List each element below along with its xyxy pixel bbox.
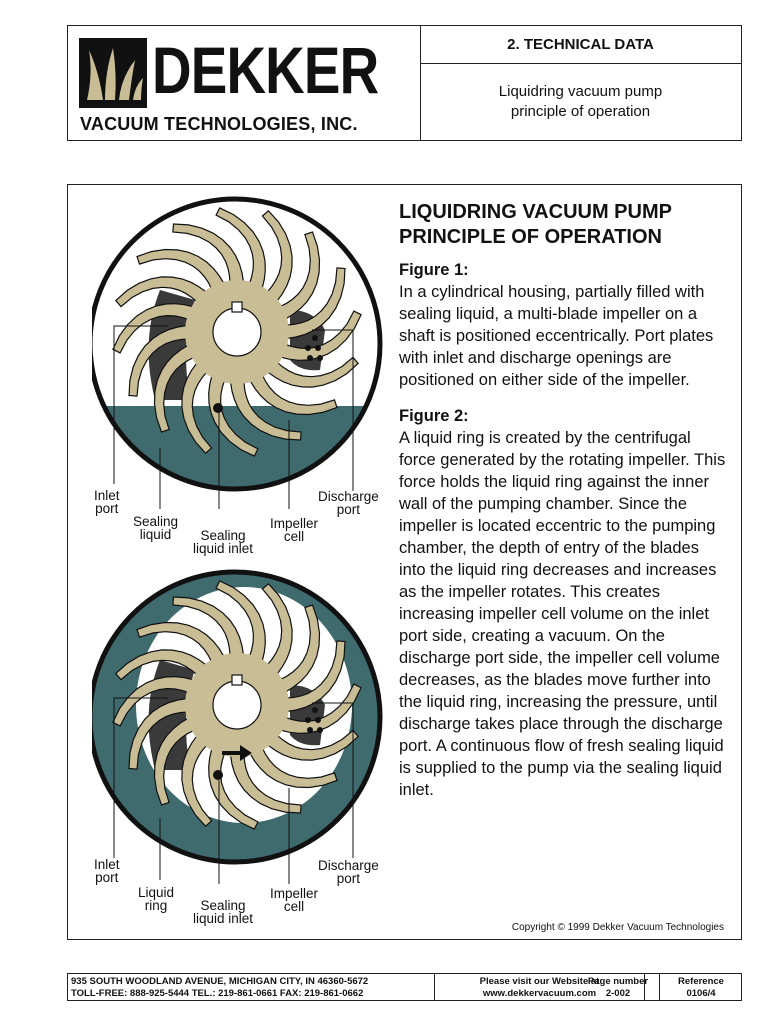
impeller-blade [153,713,202,806]
impeller-blade [208,367,259,457]
impeller-blade [272,683,362,734]
impeller-blade [136,248,229,297]
impeller-blade [208,740,259,830]
copyright-notice: Copyright © 1999 Dekker Vacuum Technolog… [511,922,724,933]
shaft-keyway [231,301,243,313]
impeller-blade [272,231,321,324]
content-panel [67,184,742,940]
page-number-cell: Page number 2-002 [577,974,660,1000]
footer-address: 935 SOUTH WOODLAND AVENUE, MICHIGAN CITY… [68,974,435,1000]
main-title: LIQUIDRING VACUUM PUMP PRINCIPLE OF OPER… [399,201,672,248]
impeller-blade [153,340,202,433]
figure-1-diagram [92,196,383,509]
shaft-keyway [231,674,243,686]
subtitle-line-1: Liquidring vacuum pump [498,82,663,100]
logo-wordmark: DEKKER [152,33,379,107]
impeller-blade [215,207,266,297]
impeller-blade [112,303,202,354]
figure-2-heading: Figure 2: [399,407,469,425]
impeller-blade [215,580,266,670]
impeller-blade [245,367,338,416]
figure-2-diagram [92,569,383,884]
dekker-logo-icon [79,38,147,108]
sealing-inlet-dot [213,403,223,413]
impeller-blade [272,310,362,361]
subtitle-line-2: principle of operation [510,102,651,120]
shaft-hole [212,307,262,357]
impeller-blade [112,676,202,727]
impeller-blade [114,649,213,682]
impeller-figure-1 [112,207,362,457]
document-header: DEKKER VACUUM TECHNOLOGIES, INC. 2. TECH… [67,25,742,141]
section-title: 2. TECHNICAL DATA [420,26,741,64]
figure-1-heading: Figure 1: [399,261,469,279]
reference-cell: Reference 0106/4 [678,976,724,999]
impeller-blade [114,276,213,309]
figure-1-description: In a cylindrical housing, partially fill… [399,283,714,389]
description-column: LIQUIDRING VACUUM PUMP PRINCIPLE OF OPER… [399,200,729,801]
discharge-holes-2 [305,707,323,733]
impeller-blade [245,740,338,789]
impeller-blade [272,604,321,697]
rotation-arrow-icon [222,745,252,761]
logo-block: DEKKER VACUUM TECHNOLOGIES, INC. [68,26,421,140]
impeller-blade [181,729,214,828]
impeller-blade [181,356,214,455]
impeller-blade [260,209,293,308]
section-subtitle: Liquidring vacuum pump principle of oper… [420,63,741,140]
impeller-blade [136,621,229,670]
impeller-blade [260,582,293,681]
figure-2-description: A liquid ring is created by the centrifu… [399,429,726,799]
footer-website: Please visit our Website at www.dekkerva… [435,974,645,1000]
footer-right-cells: Page number 2-002 Reference 0106/4 [577,973,742,1001]
logo-tagline: VACUUM TECHNOLOGIES, INC. [80,114,358,134]
impeller-figure-2 [112,580,362,830]
website-link[interactable]: www.dekkervacuum.com [482,988,597,999]
shaft-hole [212,680,262,730]
discharge-holes [305,335,323,361]
